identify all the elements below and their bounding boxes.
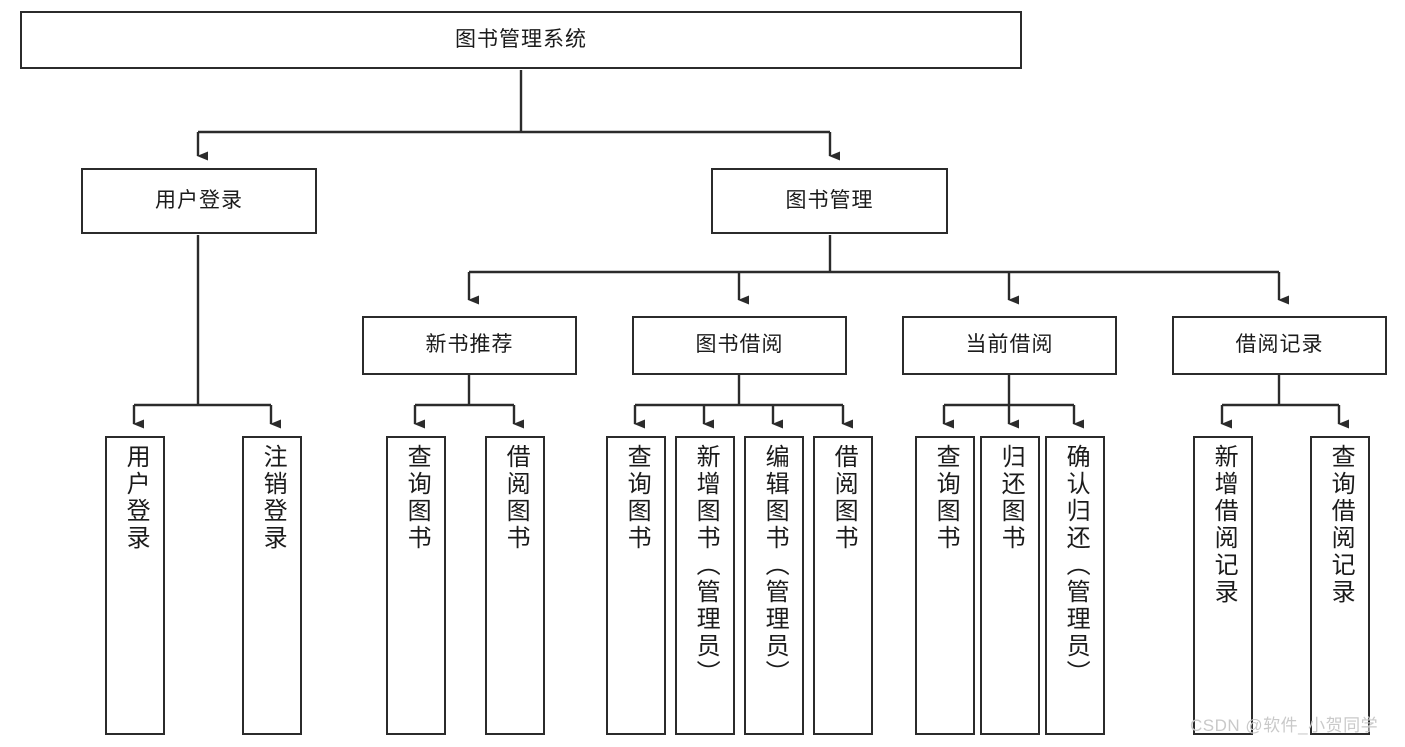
node-label: 图书管理系统 xyxy=(455,27,587,51)
node-label: 编辑图书（管理员） xyxy=(761,444,789,687)
leaf-current-confirm-return-admin[interactable]: 确认归还（管理员） xyxy=(1045,436,1105,735)
leaf-record-add-record[interactable]: 新增借阅记录 xyxy=(1193,436,1253,735)
node-label: 图书管理 xyxy=(785,188,874,212)
leaf-user-login-logout[interactable]: 注销登录 xyxy=(242,436,302,735)
node-book-borrow[interactable]: 图书借阅 xyxy=(632,316,847,375)
leaf-recommend-query-book[interactable]: 查询图书 xyxy=(386,436,446,735)
leaf-borrow-add-book-admin[interactable]: 新增图书（管理员） xyxy=(675,436,735,735)
node-label: 新书推荐 xyxy=(425,333,514,357)
node-label: 查询图书 xyxy=(403,444,431,552)
node-user-login[interactable]: 用户登录 xyxy=(81,168,317,234)
leaf-user-login-login[interactable]: 用户登录 xyxy=(105,436,165,735)
node-label: 当前借阅 xyxy=(965,333,1054,357)
leaf-record-query-record[interactable]: 查询借阅记录 xyxy=(1310,436,1370,735)
node-borrow-record[interactable]: 借阅记录 xyxy=(1172,316,1387,375)
node-label: 归还图书 xyxy=(997,444,1025,552)
node-label: 注销登录 xyxy=(259,444,287,552)
node-label: 查询借阅记录 xyxy=(1327,444,1355,606)
node-current-borrow[interactable]: 当前借阅 xyxy=(902,316,1117,375)
node-new-book-recommend[interactable]: 新书推荐 xyxy=(362,316,577,375)
leaf-borrow-edit-book-admin[interactable]: 编辑图书（管理员） xyxy=(744,436,804,735)
node-label: 确认归还（管理员） xyxy=(1062,444,1090,687)
node-label: 借阅图书 xyxy=(830,444,858,552)
leaf-current-query-book[interactable]: 查询图书 xyxy=(915,436,975,735)
leaf-borrow-query-book[interactable]: 查询图书 xyxy=(606,436,666,735)
node-label: 用户登录 xyxy=(122,444,150,552)
node-label: 用户登录 xyxy=(155,188,243,212)
node-label: 借阅图书 xyxy=(502,444,530,552)
node-label: 新增借阅记录 xyxy=(1210,444,1238,606)
node-book-management[interactable]: 图书管理 xyxy=(711,168,948,234)
node-label: 查询图书 xyxy=(623,444,651,552)
node-label: 借阅记录 xyxy=(1235,333,1324,357)
node-label: 查询图书 xyxy=(932,444,960,552)
node-root-system[interactable]: 图书管理系统 xyxy=(20,11,1022,69)
leaf-current-return-book[interactable]: 归还图书 xyxy=(980,436,1040,735)
node-label: 图书借阅 xyxy=(695,333,784,357)
leaf-borrow-borrow-book[interactable]: 借阅图书 xyxy=(813,436,873,735)
leaf-recommend-borrow-book[interactable]: 借阅图书 xyxy=(485,436,545,735)
node-label: 新增图书（管理员） xyxy=(692,444,720,687)
watermark-csdn: CSDN @软件_小贺同学 xyxy=(1190,716,1379,735)
